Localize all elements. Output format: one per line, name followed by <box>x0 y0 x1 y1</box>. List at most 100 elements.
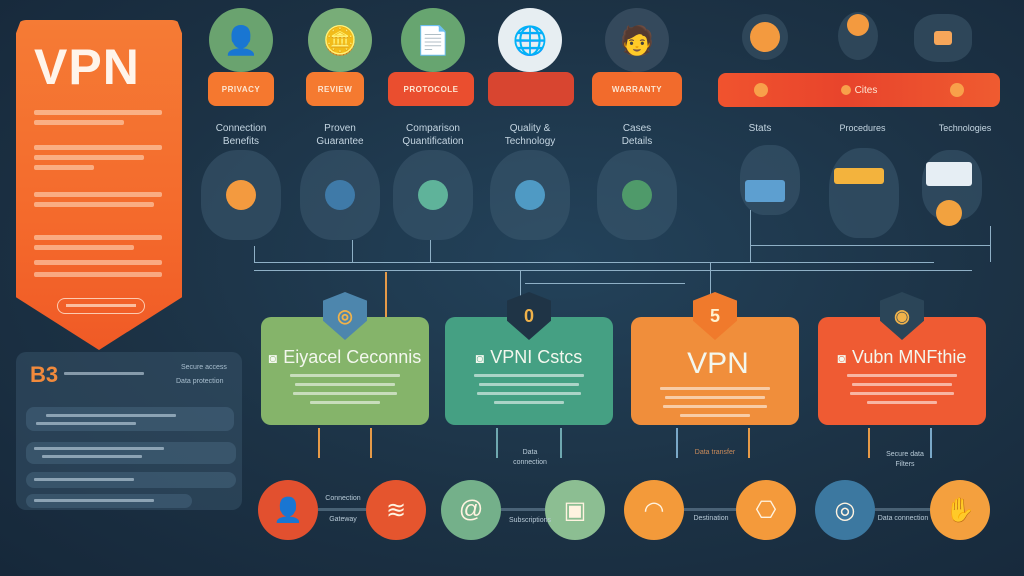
label-pill[interactable]: PROTOCOLE <box>388 72 474 106</box>
vpn-banner: VPN <box>16 20 182 350</box>
card-text-line <box>310 401 380 404</box>
card-text-line <box>852 383 952 386</box>
label-pill[interactable]: REVIEW <box>306 72 364 106</box>
info-logo: B3 <box>30 362 59 387</box>
card-text-line <box>477 392 581 395</box>
globe-icon: 🌐 <box>498 8 562 72</box>
info-text-line <box>42 455 142 458</box>
coin-icon <box>840 85 851 95</box>
card-title: VPN <box>681 347 749 381</box>
connector-line <box>525 283 685 284</box>
banner-text-line <box>34 272 162 277</box>
card-title-text: VPN <box>687 347 749 380</box>
connector-line <box>501 508 545 511</box>
card-title: ◙Eiyacel Ceconnis <box>269 347 422 368</box>
card-title: ◙ VPNI Cstcs <box>476 347 582 368</box>
caption-line: Details <box>621 136 653 147</box>
connector-line <box>430 240 431 262</box>
connector-line <box>748 428 750 458</box>
head-badge-icon <box>515 180 545 210</box>
connector-line <box>520 270 521 310</box>
lock-icon <box>914 14 972 62</box>
connector-line <box>318 428 320 458</box>
connector-line <box>318 508 366 511</box>
banner-text-line <box>34 110 162 115</box>
card-text-line <box>663 405 767 408</box>
connector-line <box>676 428 678 458</box>
document-icon: 📄 <box>401 8 465 72</box>
banner-button-label <box>66 304 136 307</box>
banner-title: VPN <box>34 39 140 95</box>
caption-technologies: Technologies <box>938 123 992 133</box>
card-title-text: Eiyacel Ceconnis <box>283 347 422 367</box>
person-icon: 👤 <box>209 8 273 72</box>
caption-line: Quality & <box>509 123 551 134</box>
info-panel: B3 Secure access Data protection <box>16 352 242 510</box>
bottom-label: Data transfer <box>694 449 736 456</box>
card-title: ◙Vubn MNFthie <box>838 347 967 368</box>
label-pill[interactable]: WARRANTY <box>592 72 682 106</box>
info-heading-line <box>64 372 144 375</box>
info-text-line <box>34 499 154 502</box>
connector-line <box>385 272 387 317</box>
wave-icon[interactable]: ≋ <box>366 480 426 540</box>
card-text-line <box>290 374 400 377</box>
swirl-icon[interactable]: ◎ <box>815 480 875 540</box>
caption-line: Guarantee <box>316 136 364 147</box>
card-title-icon: ◙ <box>475 349 485 366</box>
caption-stats: Stats <box>748 123 772 134</box>
shield-coin-icon <box>742 14 788 60</box>
card-title-text: VPNI Cstcs <box>490 347 583 367</box>
card-text-line <box>293 392 397 395</box>
info-text-line <box>36 422 136 425</box>
card-text-line <box>867 401 937 404</box>
hand-icon[interactable]: ✋ <box>930 480 990 540</box>
connector-line <box>750 210 751 262</box>
head-badge-icon <box>325 180 355 210</box>
user-icon[interactable]: 👤 <box>258 480 318 540</box>
info-row <box>26 407 234 431</box>
banner-button[interactable] <box>57 298 145 314</box>
connector-line <box>750 245 990 246</box>
document-icon <box>926 162 972 186</box>
device-icon[interactable]: ▣ <box>545 480 605 540</box>
banner-text-line <box>34 235 162 240</box>
connector-line <box>710 262 711 302</box>
info-text-line <box>34 447 164 450</box>
card-text-line <box>494 401 564 404</box>
card-icon <box>834 168 884 184</box>
caption-procedures: Procedures <box>839 123 886 133</box>
coin-icon <box>949 83 964 97</box>
card-title-text: Vubn MNFthie <box>852 347 967 367</box>
glasses-icon[interactable]: ◠ <box>624 480 684 540</box>
label-pill[interactable] <box>488 72 574 106</box>
at-icon[interactable]: @ <box>441 480 501 540</box>
card-text-line <box>295 383 395 386</box>
bottom-label: Data connection <box>877 515 929 522</box>
banner-text-line <box>34 245 134 250</box>
connector-line <box>930 428 932 458</box>
key-icon <box>838 12 878 60</box>
head-badge-icon <box>226 180 256 210</box>
connector-line <box>254 270 972 271</box>
card-text-line <box>850 392 954 395</box>
bottom-label: Connection <box>325 495 361 502</box>
connector-line <box>254 262 934 263</box>
info-side-text: Data protection <box>176 378 224 385</box>
banner-text-line <box>34 155 144 160</box>
banner-text-line <box>34 145 162 150</box>
bottom-label: Subscriptions <box>508 517 552 524</box>
info-side-text: Secure access <box>181 364 227 371</box>
head-badge-icon <box>622 180 652 210</box>
caption-line: Proven <box>324 123 356 134</box>
label-pill[interactable]: PRIVACY <box>208 72 274 106</box>
card-text-line <box>847 374 957 377</box>
browser-icon <box>745 180 785 202</box>
card-text-line <box>660 387 770 390</box>
connector-line <box>560 428 562 458</box>
connector-line <box>352 240 353 262</box>
camera-icon[interactable]: ⎔ <box>736 480 796 540</box>
caption-line: Technology <box>504 136 556 147</box>
